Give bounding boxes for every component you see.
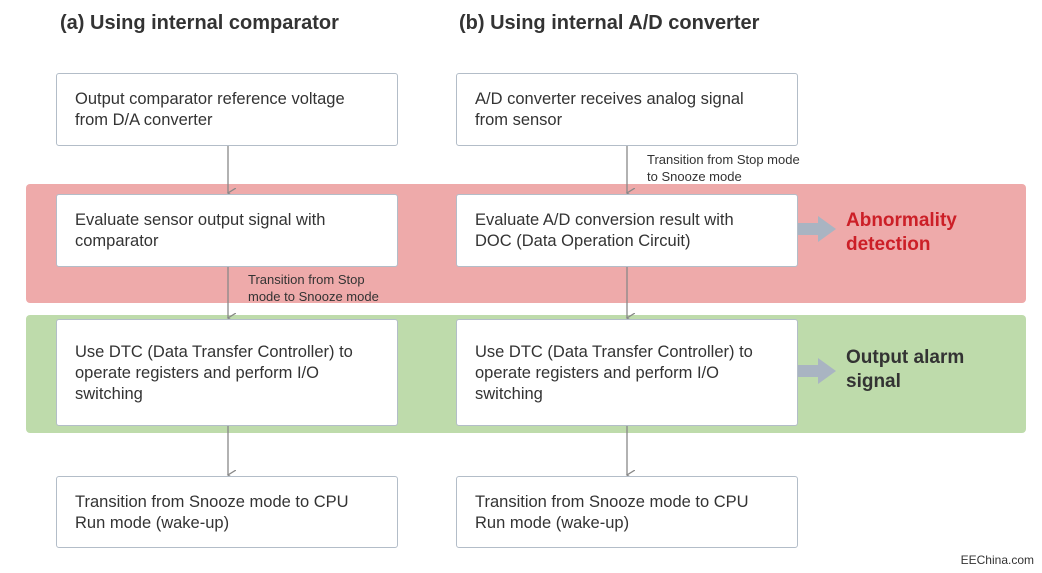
watermark: EEChina.com [960,553,1034,567]
step-text: Use DTC (Data Transfer Controller) to [475,343,753,361]
abnormality-side-arrow [798,216,836,242]
step-text: A/D converter receives analog signal [475,90,744,108]
step-text: Output comparator reference voltage [75,90,345,108]
label-line: Abnormality [846,210,957,231]
step-text: from D/A converter [75,111,213,129]
alarm-side-arrow [798,358,836,384]
step-text: comparator [75,232,159,250]
step-text: Use DTC (Data Transfer Controller) to [75,343,353,361]
label-line: Output alarm [846,347,965,368]
note-text: Transition from Stop mode [647,152,800,167]
column-a-title: (a) Using internal comparator [60,12,339,34]
step-text: operate registers and perform I/O [75,364,319,382]
step-b-1-box: A/D converter receives analog signal fro… [456,73,798,146]
transition-note-a: Transition from Stop mode to Snooze mode [248,271,379,305]
label-line: detection [846,234,931,255]
step-text: operate registers and perform I/O [475,364,719,382]
step-text: Transition from Snooze mode to CPU [475,493,749,511]
step-text: Transition from Snooze mode to CPU [75,493,349,511]
note-text: to Snooze mode [647,169,742,184]
step-text: from sensor [475,111,563,129]
step-text: Evaluate A/D conversion result with [475,211,734,229]
step-b-4-box: Transition from Snooze mode to CPU Run m… [456,476,798,548]
column-b-title: (b) Using internal A/D converter [459,12,760,34]
output-alarm-label: Output alarm signal [846,346,964,394]
step-b-3-box: Use DTC (Data Transfer Controller) to op… [456,319,798,426]
step-a-1-box: Output comparator reference voltage from… [56,73,398,146]
step-text: switching [75,385,143,403]
step-text: DOC (Data Operation Circuit) [475,232,691,250]
step-b-2-box: Evaluate A/D conversion result with DOC … [456,194,798,267]
note-text: Transition from Stop [248,272,365,287]
step-text: switching [475,385,543,403]
step-a-4-box: Transition from Snooze mode to CPU Run m… [56,476,398,548]
step-text: Evaluate sensor output signal with [75,211,326,229]
label-line: signal [846,371,901,392]
transition-note-b: Transition from Stop mode to Snooze mode [647,151,800,185]
note-text: mode to Snooze mode [248,289,379,304]
step-a-2-box: Evaluate sensor output signal with compa… [56,194,398,267]
abnormality-detection-label: Abnormality detection [846,209,957,257]
step-text: Run mode (wake-up) [75,514,230,532]
step-a-3-box: Use DTC (Data Transfer Controller) to op… [56,319,398,426]
step-text: Run mode (wake-up) [475,514,630,532]
